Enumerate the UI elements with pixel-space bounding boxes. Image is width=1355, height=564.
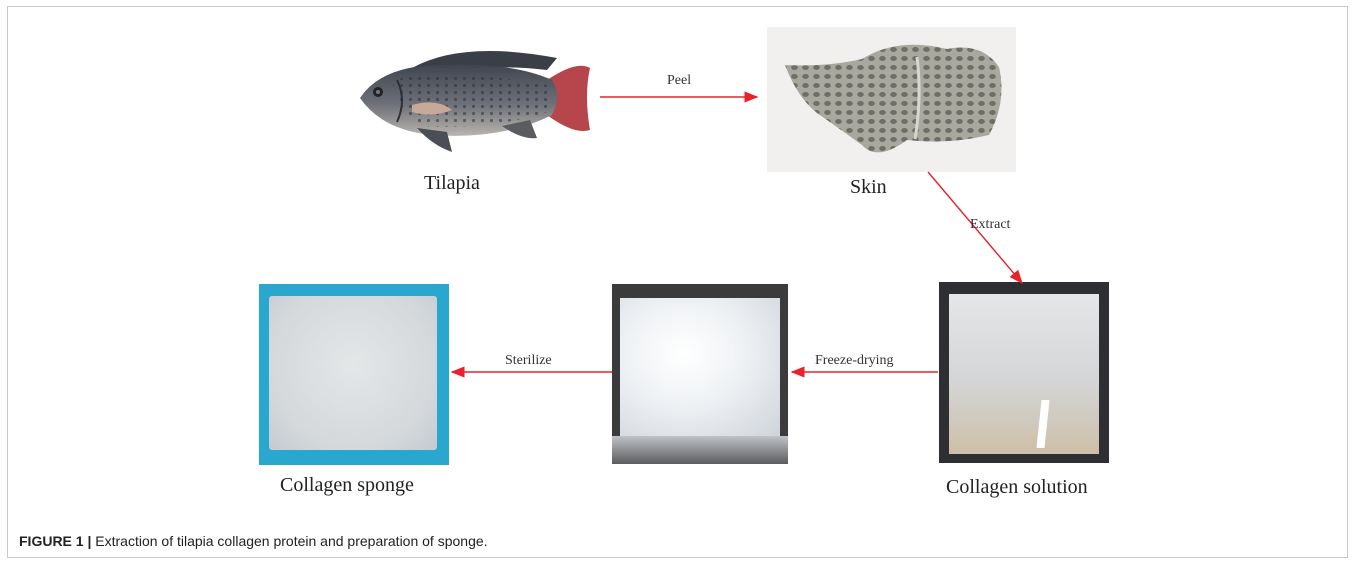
sterilize-label: Sterilize [505, 353, 552, 369]
peel-label: Peel [667, 73, 691, 89]
extract-label: Extract [970, 217, 1010, 233]
collagen-sponge-label: Collagen sponge [280, 474, 414, 497]
caption-label: FIGURE 1 | [19, 533, 91, 549]
figure-caption: FIGURE 1 | Extraction of tilapia collage… [19, 533, 488, 549]
skin-label: Skin [850, 176, 887, 199]
collagen-solution-label: Collagen solution [946, 476, 1088, 499]
caption-text: Extraction of tilapia collagen protein a… [91, 533, 487, 549]
tilapia-label: Tilapia [424, 172, 480, 195]
freeze-drying-label: Freeze-drying [815, 353, 894, 369]
